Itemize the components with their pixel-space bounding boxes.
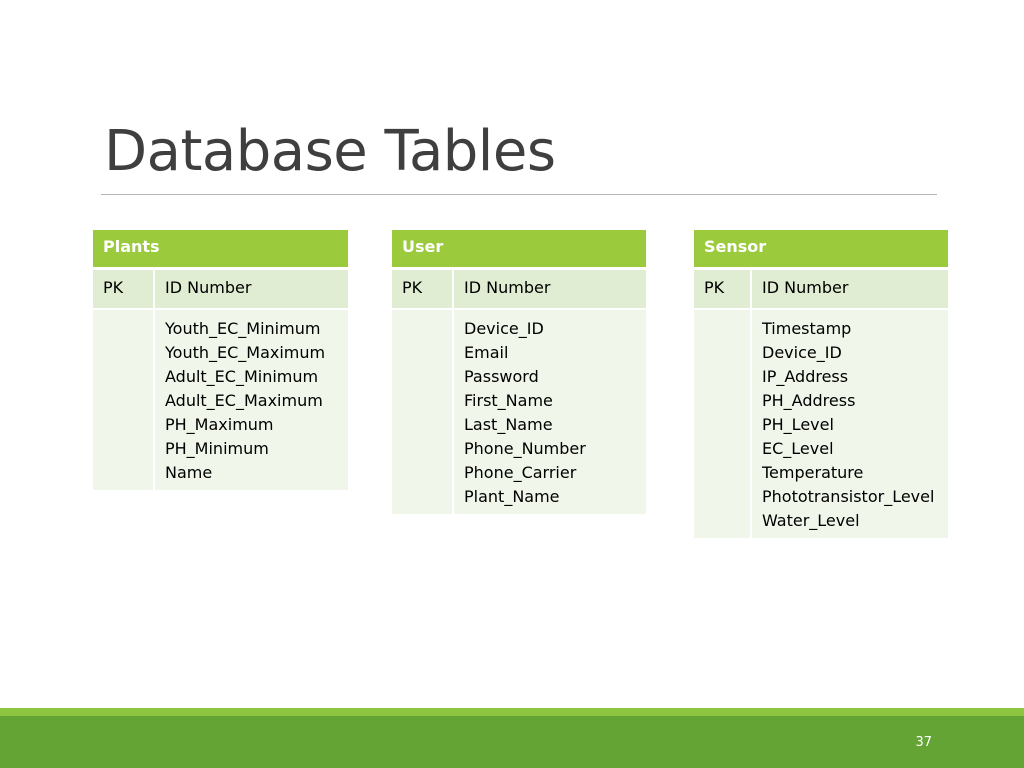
field-item: PH_Level [762,415,834,434]
plants-table: Plants PK ID Number Youth_EC_Minimum You… [93,230,348,490]
pk-label: PK [93,268,155,310]
field-item: Phototransistor_Level [762,487,935,506]
empty-key-cell [694,309,752,538]
pk-label: PK [694,268,752,310]
footer-accent-bar [0,708,1024,716]
fields-row: Youth_EC_Minimum Youth_EC_Maximum Adult_… [93,309,348,490]
sensor-table: Sensor PK ID Number Timestamp Device_ID … [694,230,948,538]
pk-field: ID Number [751,268,948,310]
empty-key-cell [93,309,155,490]
fields-row: Device_ID Email Password First_Name Last… [392,309,646,514]
field-item: Device_ID [464,319,544,338]
field-item: Plant_Name [464,487,560,506]
empty-key-cell [392,309,454,514]
field-item: Adult_EC_Maximum [165,391,323,410]
table-name: Plants [93,230,348,270]
fields-row: Timestamp Device_ID IP_Address PH_Addres… [694,309,948,538]
user-table: User PK ID Number Device_ID Email Passwo… [392,230,646,514]
field-item: Last_Name [464,415,553,434]
table-header-row: Plants [93,230,348,270]
field-list-cell: Youth_EC_Minimum Youth_EC_Maximum Adult_… [154,309,348,490]
field-item: PH_Address [762,391,856,410]
field-item: First_Name [464,391,553,410]
primary-key-row: PK ID Number [392,268,646,310]
footer-bar [0,716,1024,768]
field-item: Youth_EC_Minimum [165,319,321,338]
table-name: Sensor [694,230,948,270]
table-header-row: Sensor [694,230,948,270]
field-list-cell: Timestamp Device_ID IP_Address PH_Addres… [751,309,948,538]
field-item: Timestamp [762,319,852,338]
primary-key-row: PK ID Number [93,268,348,310]
field-item: IP_Address [762,367,849,386]
title-divider [101,194,937,195]
slide-number: 37 [915,735,932,750]
field-item: Name [165,463,213,482]
field-list: Youth_EC_Minimum Youth_EC_Maximum Adult_… [165,317,338,485]
field-item: Phone_Number [464,439,586,458]
primary-key-row: PK ID Number [694,268,948,310]
pk-field: ID Number [453,268,646,310]
field-item: Youth_EC_Maximum [165,343,326,362]
field-list: Timestamp Device_ID IP_Address PH_Addres… [762,317,938,533]
field-item: EC_Level [762,439,834,458]
table-name: User [392,230,646,270]
field-item: Email [464,343,509,362]
table-header-row: User [392,230,646,270]
pk-field: ID Number [154,268,348,310]
slide-title: Database Tables [104,119,556,184]
field-list-cell: Device_ID Email Password First_Name Last… [453,309,646,514]
field-item: Phone_Carrier [464,463,577,482]
field-item: Adult_EC_Minimum [165,367,319,386]
field-item: Temperature [762,463,864,482]
field-list: Device_ID Email Password First_Name Last… [464,317,636,509]
field-item: Password [464,367,539,386]
pk-label: PK [392,268,454,310]
field-item: Device_ID [762,343,842,362]
field-item: PH_Maximum [165,415,274,434]
field-item: Water_Level [762,511,860,530]
field-item: PH_Minimum [165,439,269,458]
